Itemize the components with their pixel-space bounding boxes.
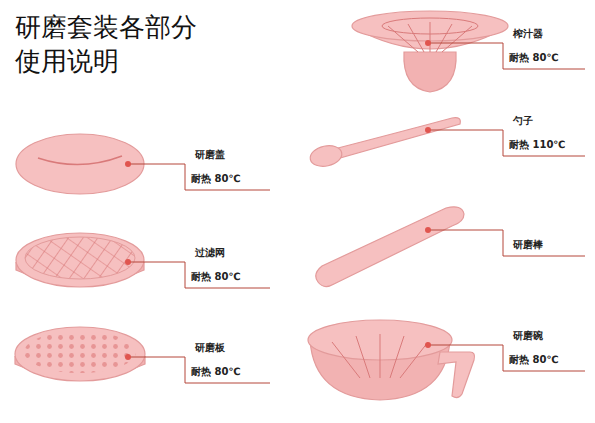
juicer-drawing [352, 11, 508, 92]
part-name: 研磨棒 [513, 238, 543, 251]
heat-rating: 耐热 80℃ [509, 51, 559, 64]
plate-drawing [15, 327, 145, 381]
spoon-drawing [308, 118, 460, 170]
leader-lines [128, 43, 585, 383]
heat-rating: 耐热 110℃ [509, 138, 565, 151]
filter-drawing [16, 232, 144, 287]
heat-rating: 耐热 80℃ [509, 353, 559, 366]
part-name: 研磨碗 [513, 329, 543, 342]
heat-rating: 耐热 80℃ [191, 270, 241, 283]
lid-drawing [16, 134, 144, 194]
part-name: 研磨盖 [195, 148, 225, 161]
leader-dots [125, 40, 431, 360]
heat-rating: 耐热 80℃ [191, 365, 241, 378]
part-name: 过滤网 [195, 246, 225, 259]
part-name: 勺子 [513, 114, 533, 127]
heat-rating: 耐热 80℃ [191, 172, 241, 185]
pestle-drawing [316, 207, 464, 287]
part-name: 研磨板 [195, 341, 225, 354]
title: 研磨套装各部分 使用说明 [15, 10, 205, 78]
bowl-drawing [308, 320, 475, 400]
part-name: 榨汁器 [513, 27, 543, 40]
